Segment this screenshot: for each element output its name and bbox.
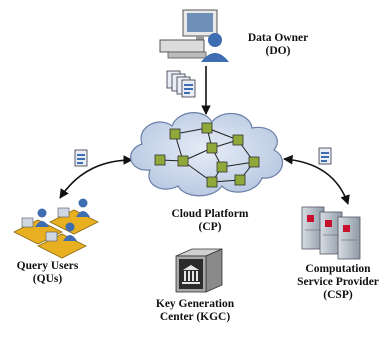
document-icon-left: [74, 149, 88, 167]
query-users-label: Query Users (QUs): [5, 260, 90, 286]
csp-servers-icon: [301, 206, 361, 260]
documents-icon: [166, 70, 196, 98]
data-owner-abbr: (DO): [265, 45, 291, 57]
cloud-platform-name: Cloud Platform: [171, 208, 249, 220]
cp-qu-arrow: [59, 155, 133, 199]
kgc-building-icon: [175, 248, 223, 293]
query-users-icon: [13, 198, 99, 259]
query-users-abbr: (QUs): [32, 273, 63, 285]
cloud-icon: [130, 112, 284, 197]
csp-name-line1: Computation: [305, 263, 371, 275]
kgc-name-line2: Center (KGC): [159, 311, 231, 323]
data-owner-name: Data Owner: [247, 32, 309, 44]
csp-name-line2: Service Provider: [297, 276, 379, 288]
cp-csp-arrow: [283, 154, 350, 205]
data-owner-icon: [159, 9, 229, 62]
csp-label: Computation Service Provider (CSP): [290, 263, 386, 302]
cloud-platform-label: Cloud Platform (CP): [160, 208, 260, 234]
query-users-name: Query Users: [16, 260, 79, 272]
cloud-platform-abbr: (CP): [198, 221, 222, 233]
data-owner-label: Data Owner (DO): [238, 32, 318, 58]
csp-abbr: (CSP): [323, 289, 353, 301]
kgc-name-line1: Key Generation: [155, 298, 235, 310]
kgc-label: Key Generation Center (KGC): [155, 298, 235, 324]
document-icon-right: [318, 147, 332, 165]
